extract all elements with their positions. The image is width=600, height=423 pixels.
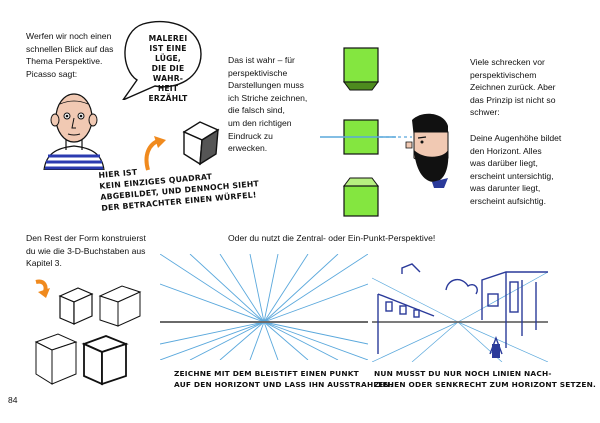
picasso-portrait: [43, 93, 105, 170]
bottom-left-text: Den Rest der Form konstruierst du wie di…: [26, 233, 146, 269]
middle-text: Das ist wahr – für perspektivische Darst…: [228, 55, 308, 154]
caption-lines: NUN MUSST DU NUR NOCH LINIEN NACH- ZIEHE…: [374, 369, 596, 389]
bearded-man-portrait: [405, 113, 449, 188]
street-perspective-scene: [372, 263, 548, 362]
picasso-quote: MALEREI IST EINE LÜGE, DIE DIE WAHR- HEI…: [148, 34, 188, 103]
perspective-blocks: [320, 47, 412, 217]
caption-pencil: ZEICHNE MIT DEM BLEISTIFT EINEN PUNKT AU…: [174, 369, 393, 389]
speech-bubble: [122, 20, 202, 100]
right-text-2: Deine Augenhöhe bildet den Horizont. All…: [470, 133, 562, 206]
cube-illustration: [182, 121, 220, 166]
right-text-1: Viele schrecken vor perspektivischem Zei…: [470, 57, 556, 118]
cube-caption: HIER IST KEIN EINZIGES QUADRAT ABGEBILDE…: [98, 167, 260, 213]
construction-cubes: [34, 279, 142, 386]
bottom-mid-text: Oder du nutzt die Zentral- oder Ein-Punk…: [228, 233, 436, 243]
intro-text: Werfen wir noch einen schnellen Blick au…: [26, 31, 114, 79]
one-point-perspective-rays: [160, 254, 368, 360]
orange-arrow-icon: [144, 136, 166, 171]
page-number: 84: [8, 395, 18, 405]
